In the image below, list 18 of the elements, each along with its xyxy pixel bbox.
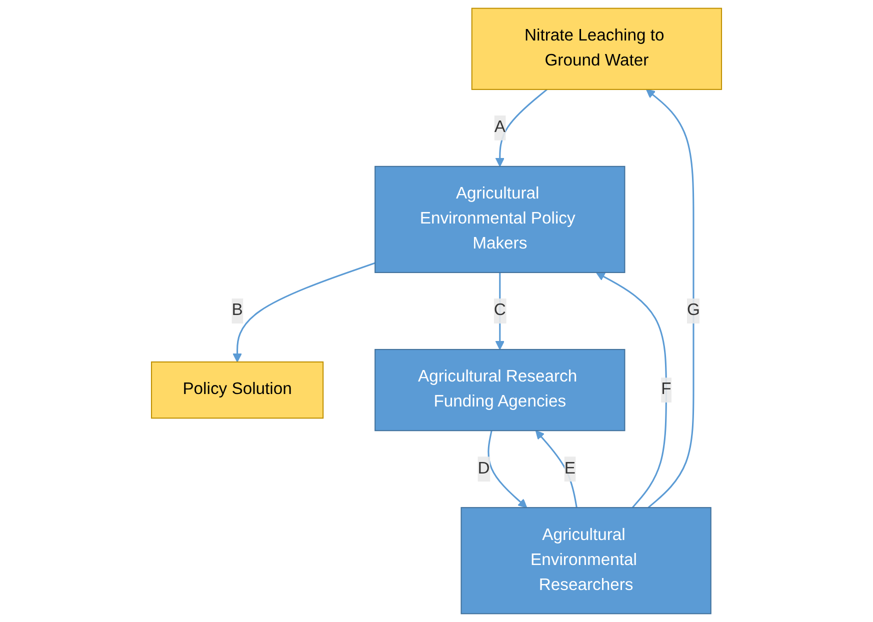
- node-box: Policy Solution: [150, 361, 324, 419]
- node-box: Nitrate Leaching to Ground Water: [471, 8, 722, 90]
- node-box: Agricultural Environmental Policy Makers: [374, 166, 626, 274]
- arrow: [596, 272, 667, 508]
- edge-label: C: [494, 302, 506, 320]
- node-box: Agricultural Environmental Researchers: [460, 507, 712, 614]
- edge-label: B: [232, 302, 243, 320]
- node-box: Agricultural Research Funding Agencies: [374, 348, 626, 432]
- arrow: [232, 262, 376, 362]
- edge-label: E: [564, 460, 576, 478]
- edge-label: F: [661, 380, 672, 398]
- edge-label: A: [494, 118, 506, 136]
- edge-label: D: [478, 460, 490, 478]
- arrow: [535, 430, 578, 508]
- arrow: [646, 89, 694, 508]
- arrow: [488, 430, 528, 508]
- edge-label: G: [687, 302, 700, 320]
- arrow: [495, 88, 548, 167]
